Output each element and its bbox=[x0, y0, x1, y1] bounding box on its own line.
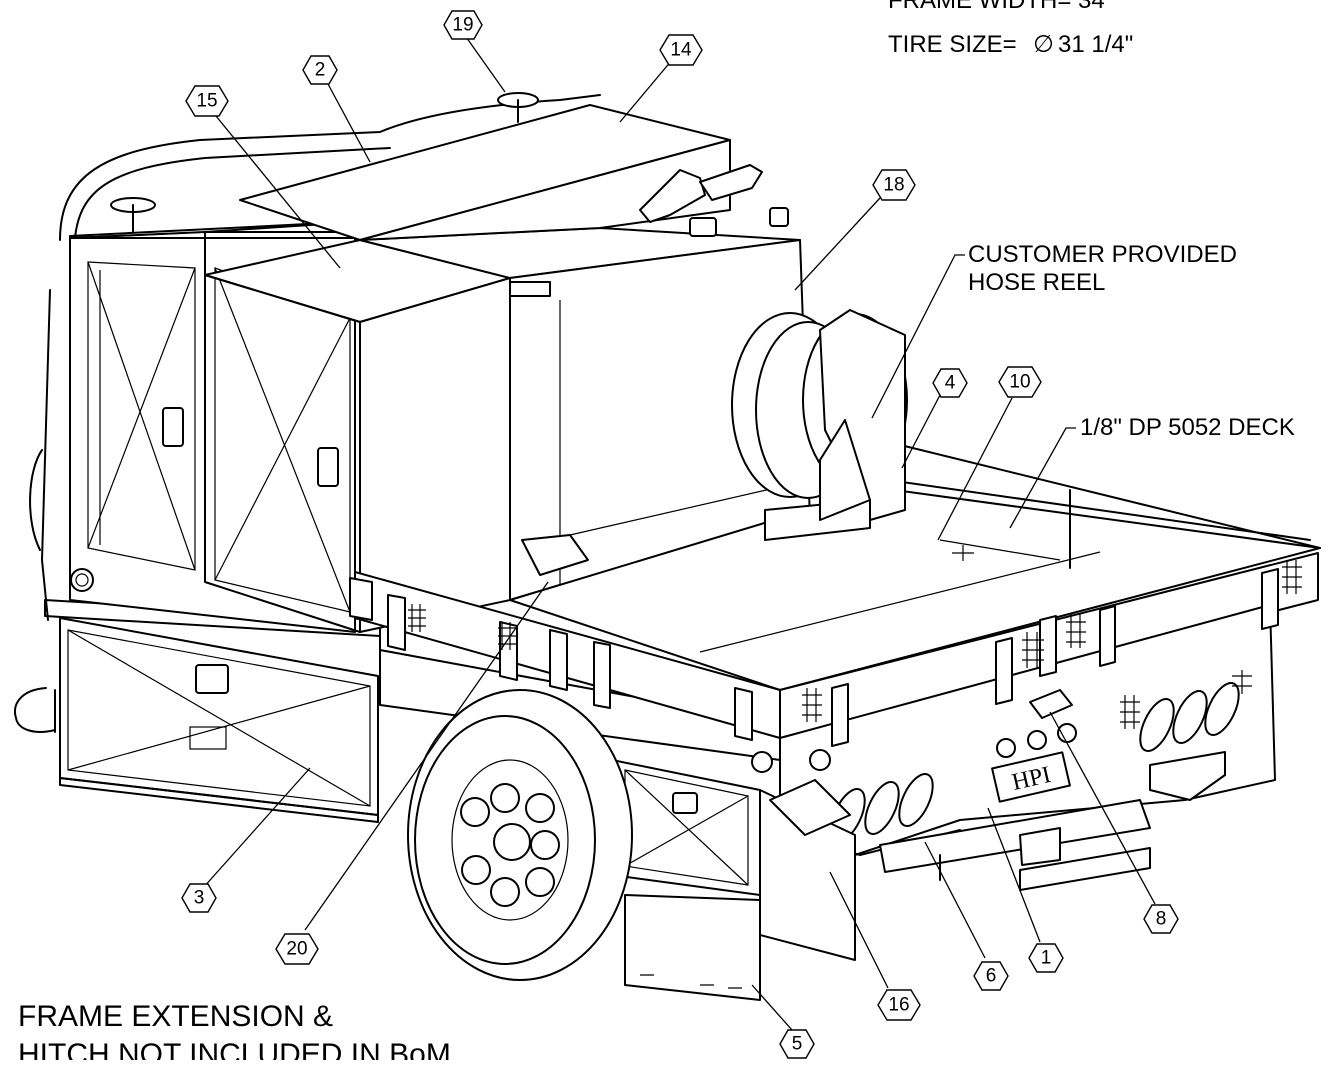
balloon-18: 18 bbox=[883, 175, 904, 196]
balloon-2: 2 bbox=[315, 60, 326, 81]
stake-pockets bbox=[349, 534, 1279, 747]
reflector-mesh bbox=[408, 545, 1302, 729]
footnote-line1: FRAME EXTENSION & bbox=[18, 1000, 333, 1033]
balloon-8: 8 bbox=[1156, 909, 1167, 930]
balloon-5: 5 bbox=[792, 1034, 803, 1055]
balloon-20: 20 bbox=[286, 939, 307, 960]
balloon-14: 14 bbox=[670, 40, 692, 61]
balloon-6: 6 bbox=[986, 966, 997, 987]
truck-body-outline: HPI bbox=[14, 92, 1321, 1001]
deck-callout: 1/8" DP 5052 DECK bbox=[1080, 414, 1295, 441]
balloon-16: 16 bbox=[888, 995, 909, 1016]
footnote-line2: HITCH NOT INCLUDED IN BoM bbox=[18, 1038, 451, 1060]
tail-light-group bbox=[830, 682, 1240, 842]
hose-reel bbox=[731, 309, 908, 541]
balloon-4: 4 bbox=[945, 373, 956, 394]
item-balloons: 19 14 2 15 18 4 10 3 20 16 bbox=[181, 10, 1179, 1059]
tire-size-label: TIRE SIZE= bbox=[888, 31, 1017, 58]
diameter-symbol: ∅ bbox=[1033, 31, 1054, 58]
frame-width-note: FRAME WIDTH= 34" bbox=[888, 0, 1113, 14]
balloon-1: 1 bbox=[1041, 948, 1052, 969]
balloon-15: 15 bbox=[196, 91, 217, 112]
balloon-10: 10 bbox=[1009, 372, 1030, 393]
tire-size-value: 31 1/4" bbox=[1058, 31, 1133, 58]
balloon-3: 3 bbox=[194, 888, 205, 909]
balloon-19: 19 bbox=[452, 15, 473, 36]
footnote: FRAME EXTENSION & HITCH NOT INCLUDED IN … bbox=[18, 1000, 451, 1065]
rear-wheel bbox=[407, 689, 633, 981]
hose-reel-callout-line2: HOSE REEL bbox=[968, 269, 1105, 296]
spec-notes: FRAME WIDTH= 34" TIRE SIZE= ∅ 31 1/4" bbox=[888, 0, 1133, 58]
hose-reel-callout-line1: CUSTOMER PROVIDED bbox=[968, 241, 1237, 268]
text-callouts: CUSTOMER PROVIDED HOSE REEL 1/8" DP 5052… bbox=[871, 241, 1295, 529]
